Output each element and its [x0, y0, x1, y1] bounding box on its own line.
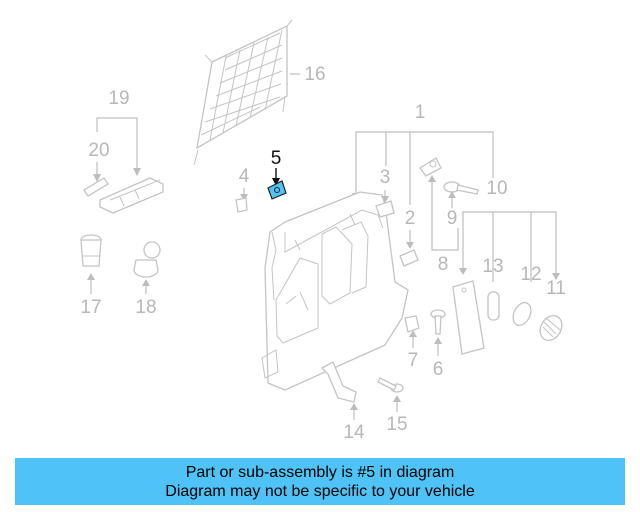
- callout-3: 3: [380, 167, 391, 188]
- part-14-bracket: [320, 361, 357, 403]
- part-1-quarter-trim-panel: [261, 191, 409, 391]
- part-13-pad: [487, 291, 500, 321]
- caption-line-1: Part or sub-assembly is #5 in diagram: [185, 463, 455, 481]
- part-5-highlighted: [267, 180, 287, 200]
- callout-13: 13: [482, 256, 503, 277]
- callout-20: 20: [88, 140, 109, 161]
- caption-banner: Part or sub-assembly is #5 in diagram Di…: [15, 458, 625, 505]
- part-16-cargo-net: [193, 19, 293, 166]
- callout-18: 18: [135, 297, 156, 318]
- part-4-clip: [235, 197, 248, 213]
- callout-9: 9: [447, 208, 458, 229]
- callout-19: 19: [108, 88, 129, 109]
- part-19-bracket: [99, 177, 164, 214]
- callout-2: 2: [405, 208, 416, 229]
- caption-line-2: Diagram may not be specific to your vehi…: [165, 482, 475, 500]
- callout-15: 15: [386, 414, 407, 435]
- callout-14: 14: [343, 422, 365, 443]
- callout-6: 6: [433, 359, 444, 380]
- callout-17: 17: [80, 297, 101, 318]
- callout-5: 5: [271, 148, 282, 169]
- callout-11: 11: [546, 278, 566, 299]
- callout-7: 7: [408, 350, 419, 371]
- part-18-grommet: [133, 241, 161, 278]
- part-6-screw: [430, 309, 446, 335]
- callout-12: 12: [520, 264, 541, 285]
- part-17-plug: [80, 234, 102, 267]
- part-7-clip: [404, 315, 420, 333]
- part-20-clip: [83, 177, 109, 197]
- callout-16: 16: [304, 64, 325, 85]
- callout-8: 8: [438, 254, 449, 275]
- part-10-panel: [452, 280, 485, 355]
- callout-4: 4: [239, 166, 250, 187]
- part-11-cover: [539, 315, 563, 341]
- part-8-fastener: [419, 157, 442, 177]
- part-12-cap: [512, 301, 532, 327]
- callout-10: 10: [486, 178, 507, 199]
- callout-1: 1: [415, 102, 426, 123]
- part-2-clip: [399, 249, 419, 267]
- part-15-bolt: [377, 377, 404, 393]
- parts-diagram: 16 19 20 4 5 1 3: [80, 19, 566, 443]
- part-3-clip: [375, 200, 395, 218]
- part-9-bolt: [443, 181, 479, 195]
